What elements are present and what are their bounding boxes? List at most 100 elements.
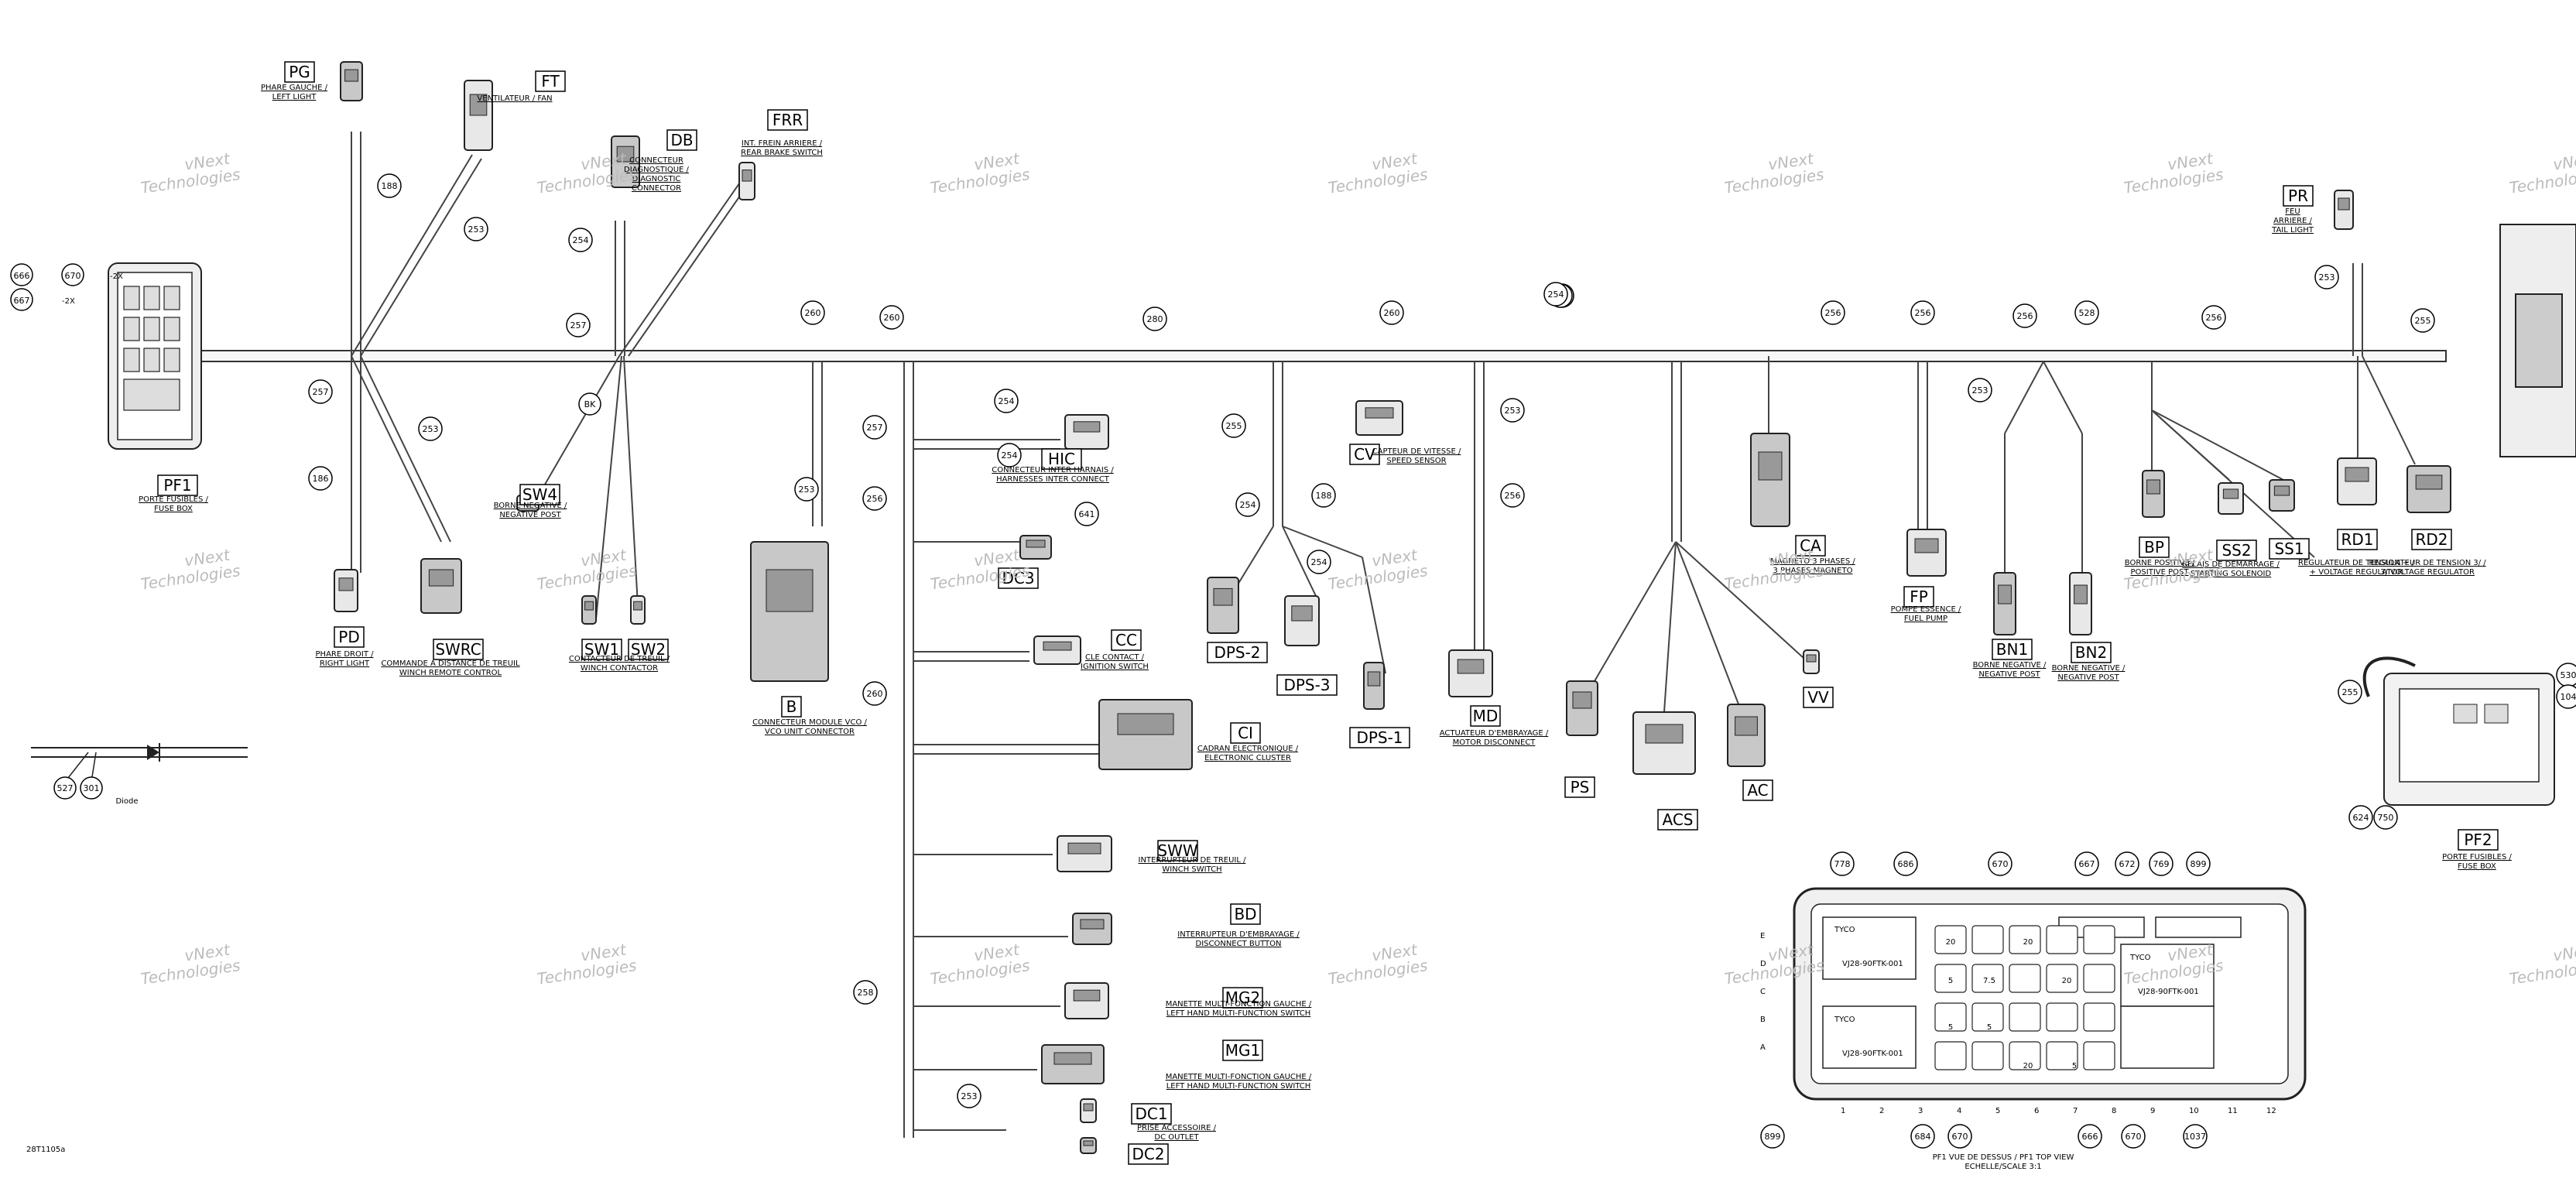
connector-desc-sw4: NEGATIVE POST: [499, 511, 561, 519]
wire-number-text: 254: [573, 235, 589, 245]
connector-desc-bn2: BORNE NEGATIVE /: [2052, 664, 2126, 673]
fuse-value: 7.5: [1983, 977, 1995, 985]
wire-number: 253: [1968, 378, 1992, 402]
wire-number: 256: [1821, 301, 1845, 324]
wire-number-text: 257: [570, 320, 587, 331]
rear-main-connector: [2500, 224, 2576, 457]
connector-code-md: MD: [1473, 707, 1499, 725]
connector-desc-dc2: PRISE ACCESSOIRE /: [1137, 1124, 1217, 1132]
connector-desc-bn1: BORNE NEGATIVE /: [1973, 661, 2047, 670]
fuse-value: 20: [2023, 938, 2033, 947]
connector-desc-bd: DISCONNECT BUTTON: [1196, 940, 1282, 948]
connector-dps-1: DPS-1: [1350, 663, 1410, 748]
connector-code-bn1: BN1: [1996, 640, 2028, 659]
wire-number: 257: [309, 380, 332, 403]
fuse-col-label: 1: [1841, 1107, 1845, 1115]
connector-code-dps-1: DPS-1: [1356, 728, 1403, 747]
connector-pins-bp: [2147, 480, 2160, 494]
wire-number: 641: [1075, 502, 1098, 526]
connector-desc-sw2: CONTACTEUR DE TREUIL /: [569, 655, 670, 663]
connector-desc-md: MOTOR DISCONNECT: [1453, 738, 1536, 747]
fuse-col-label: 2: [1879, 1107, 1884, 1115]
connector-code-pf1: PF1: [163, 476, 191, 495]
connector-desc-rd2: REGULATEUR DE TENSION 3/ /: [2369, 559, 2486, 567]
ref-number: 670: [65, 271, 81, 281]
connector-desc-sw2: WINCH CONTACTOR: [581, 664, 658, 673]
connector-code-rd2: RD2: [2415, 530, 2448, 549]
wire-number: 253: [795, 478, 818, 501]
fuse-box-pf1-left: [108, 263, 201, 449]
connector-desc-cc: CLE CONTACT /: [1085, 653, 1145, 662]
connector-desc-frr: INT. FREIN ARRIERE /: [742, 139, 823, 148]
fuse-value: 5: [1987, 1023, 1992, 1032]
wire-number-text: 254: [1240, 500, 1256, 510]
wire-number-text: 104: [2561, 692, 2576, 702]
wire-number-text: 530: [2561, 670, 2576, 680]
fuse-col-label: 10: [2189, 1107, 2199, 1115]
wire-number: 253: [957, 1084, 981, 1108]
ref-number: 667: [14, 296, 30, 306]
wire-number-text: 253: [468, 224, 485, 235]
fuse-slot: [2084, 964, 2115, 992]
fuse-ref: 899: [1765, 1132, 1781, 1142]
wire-number: 258: [854, 981, 877, 1004]
fuse-value: 5: [1948, 1023, 1953, 1032]
wire-number-text: 528: [2079, 308, 2095, 318]
fuse-ref: 666: [2082, 1132, 2098, 1142]
fuse-ref: 670: [1992, 859, 2009, 869]
pf1-top-view: [1794, 889, 2305, 1099]
fuse-col-label: 9: [2150, 1107, 2155, 1115]
connector-code-dps-2: DPS-2: [1214, 643, 1260, 662]
connector-code-fp: FP: [1910, 587, 1928, 606]
connector-code-pf2: PF2: [2464, 831, 2492, 849]
wire-number: 254: [1307, 550, 1331, 574]
ref-multiplier: -2X: [110, 272, 123, 281]
connector-pins-cv: [1365, 408, 1393, 418]
wire-number: 188: [378, 174, 401, 197]
connector-pins-cc: [1043, 642, 1071, 650]
connector-dps-2: DPS-2: [1208, 577, 1267, 663]
connector-pins-ci: [1118, 714, 1173, 735]
fuse-slot: [2047, 1003, 2078, 1031]
connector-pins-pg: [345, 70, 358, 81]
connector-desc-mg1: MANETTE MULTI-FONCTION GAUCHE /: [1166, 1073, 1312, 1081]
fuse-scale: ECHELLE/SCALE 3:1: [1965, 1163, 2041, 1171]
fuse-col-label: 11: [2228, 1107, 2238, 1115]
connector-pins-bd: [1081, 920, 1104, 929]
fuse-col-label: 7: [2073, 1107, 2078, 1115]
connector-code-mg1: MG1: [1225, 1041, 1260, 1060]
fuse-col-label: 12: [2266, 1107, 2276, 1115]
connector-code-cc: CC: [1115, 631, 1137, 649]
fuse-box-pf2: [2365, 658, 2554, 805]
wire-number: 750: [2374, 806, 2397, 829]
wire-number-text: 256: [1915, 308, 1931, 318]
fuse-row-label: A: [1760, 1043, 1766, 1052]
wire-number-text: 188: [382, 181, 398, 191]
wire-number-text: 260: [805, 308, 821, 318]
wire-number: 254: [995, 389, 1018, 413]
wire-number-text: 256: [867, 494, 883, 504]
connector-desc-sw4: BORNE NEGATIVE /: [494, 502, 567, 510]
connector-code-dc1: DC1: [1135, 1105, 1167, 1123]
wire-number-text: 260: [884, 313, 900, 323]
connector-code-bn2: BN2: [2075, 643, 2107, 662]
wire-number: 254: [1544, 283, 1567, 306]
wire-number-text: 253: [423, 424, 439, 434]
connector-pins-sw1: [585, 601, 594, 610]
main-harness: [170, 351, 2446, 361]
connector-ss1: SS1: [2269, 480, 2309, 559]
connector-desc-ft: VENTILATEUR / FAN: [477, 94, 552, 103]
wire-number: 254: [998, 444, 1021, 467]
